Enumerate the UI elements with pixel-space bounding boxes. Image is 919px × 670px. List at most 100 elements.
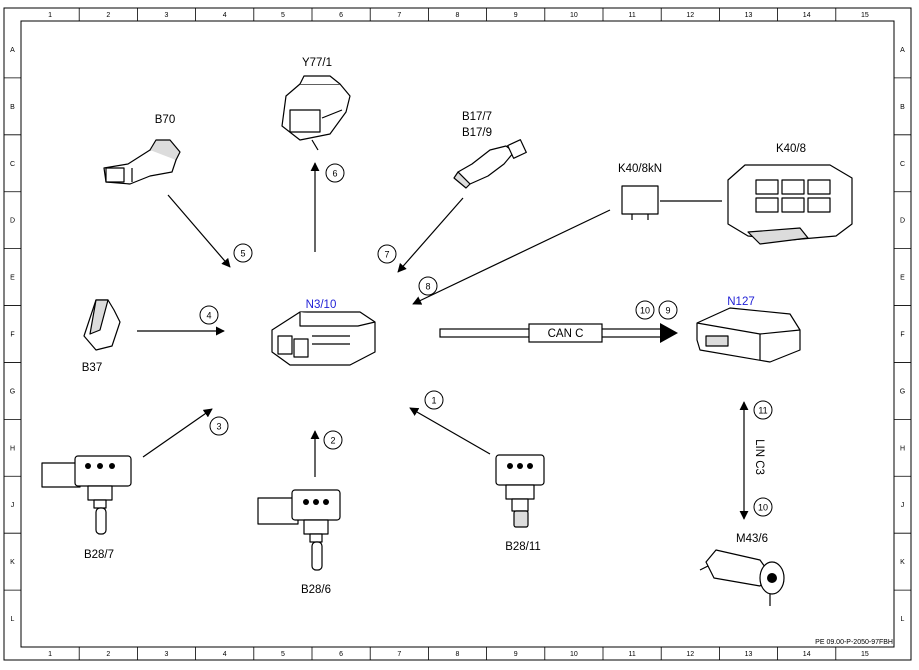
- frame-row-label: E: [900, 275, 905, 282]
- frame-column-label: 13: [745, 651, 753, 658]
- arrow-b17-to-ecu: [397, 197, 464, 273]
- signal-circle-10b: 10: [753, 497, 773, 517]
- component-labels: N3/10 N127 B70 Y77/1 B17/7 B17/9 K40/8kN…: [82, 57, 806, 596]
- signal-circle-9: 9: [658, 300, 678, 320]
- frame-column-label: 2: [106, 651, 110, 658]
- svg-text:3: 3: [216, 422, 221, 432]
- frame-column-label: 7: [397, 12, 401, 19]
- sensor-b37-drawing: [83, 299, 121, 351]
- frame-column-label: 5: [281, 651, 285, 658]
- frame-row-label: H: [900, 445, 905, 452]
- frame-row-label: J: [11, 502, 15, 509]
- svg-text:1: 1: [431, 396, 436, 406]
- svg-text:7: 7: [384, 250, 389, 260]
- fusebox-k40-8-drawing: [727, 164, 853, 245]
- frame-column-label: 1: [48, 12, 52, 19]
- frame-column-label: 5: [281, 12, 285, 19]
- frame-column-label: 7: [397, 651, 401, 658]
- svg-text:4: 4: [206, 311, 211, 321]
- signal-circle-10: 10: [635, 300, 655, 320]
- label-b28-6: B28/6: [301, 584, 331, 596]
- frame-column-label: 6: [339, 651, 343, 658]
- signal-circle-7: 7: [377, 244, 397, 264]
- label-b28-11: B28/11: [505, 541, 541, 553]
- label-b17-9: B17/9: [462, 127, 492, 139]
- signal-arrows: [137, 162, 749, 520]
- label-k40-8kn: K40/8kN: [618, 163, 662, 175]
- sensor-b28-6-drawing: [257, 489, 341, 571]
- frame-column-label: 11: [628, 12, 635, 19]
- frame-column-label: 14: [803, 12, 811, 19]
- frame-column-label: 4: [223, 651, 227, 658]
- label-y77-1: Y77/1: [302, 57, 332, 69]
- frame-column-label: 15: [861, 12, 869, 19]
- frame-row-label: G: [10, 388, 15, 395]
- frame-column-label: 10: [570, 651, 578, 658]
- frame-column-label: 10: [570, 12, 578, 19]
- svg-text:5: 5: [240, 249, 245, 259]
- reference-code: PE 09.00-P-2050-97FBH: [815, 639, 893, 646]
- svg-text:10: 10: [758, 503, 768, 513]
- svg-text:8: 8: [425, 282, 430, 292]
- ecu-n3-10-drawing: [271, 311, 376, 366]
- frame-row-label: A: [10, 47, 15, 54]
- drawing-frame: 1122334455667788991010111112121313141415…: [3, 7, 912, 661]
- frame-row-label: E: [10, 275, 15, 282]
- signal-circle-3: 3: [209, 416, 229, 436]
- label-k40-8: K40/8: [776, 143, 806, 155]
- label-m43-6: M43/6: [736, 533, 768, 545]
- frame-column-label: 12: [686, 12, 694, 19]
- label-b17-7: B17/7: [462, 111, 492, 123]
- label-b37: B37: [82, 362, 102, 374]
- arrow-b28-11-to-ecu: [409, 407, 491, 455]
- frame-column-label: 15: [861, 651, 869, 658]
- svg-text:6: 6: [332, 169, 337, 179]
- arrow-b28-7-to-ecu: [142, 408, 213, 458]
- frame-row-label: L: [901, 616, 905, 623]
- signal-numbers: 1 2 3 4 5 6 7 8 9 10 11 10: [199, 163, 773, 517]
- label-b28-7: B28/7: [84, 549, 114, 561]
- label-n127: N127: [727, 296, 755, 308]
- svg-text:9: 9: [665, 306, 670, 316]
- svg-text:2: 2: [330, 436, 335, 446]
- sensor-b28-7-drawing: [41, 455, 132, 535]
- svg-text:11: 11: [758, 406, 767, 416]
- frame-column-label: 12: [686, 651, 694, 658]
- svg-text:10: 10: [640, 306, 650, 316]
- arrow-b70-to-ecu: [167, 194, 231, 268]
- can-bus: CAN C: [439, 323, 678, 343]
- frame-column-label: 9: [514, 12, 518, 19]
- frame-column-label: 3: [165, 12, 169, 19]
- frame-row-label: D: [10, 218, 15, 225]
- frame-row-label: C: [900, 161, 905, 168]
- frame-column-label: 14: [803, 651, 811, 658]
- frame-column-label: 2: [106, 12, 110, 19]
- frame-row-label: A: [900, 47, 905, 54]
- signal-circle-2: 2: [323, 430, 343, 450]
- frame-row-label: H: [10, 445, 15, 452]
- frame-row-label: F: [900, 332, 904, 339]
- frame-row-label: J: [901, 502, 905, 509]
- signal-circle-4: 4: [199, 305, 219, 325]
- arrow-k40-to-ecu: [412, 209, 611, 305]
- relay-k40-8kn-drawing: [621, 185, 659, 220]
- frame-column-label: 3: [165, 651, 169, 658]
- label-b70: B70: [155, 114, 175, 126]
- frame-column-label: 4: [223, 12, 227, 19]
- frame-column-label: 6: [339, 12, 343, 19]
- frame-row-label: G: [900, 388, 905, 395]
- sensor-b17-drawing: [453, 139, 527, 189]
- lin-bus-label: LIN C3: [753, 439, 765, 475]
- frame-row-label: B: [900, 104, 905, 111]
- frame-column-label: 8: [456, 12, 460, 19]
- sensor-b28-11-drawing: [495, 454, 545, 528]
- frame-row-label: K: [900, 559, 905, 566]
- frame-column-label: 1: [48, 651, 52, 658]
- frame-row-label: B: [10, 104, 15, 111]
- pump-m43-6-drawing: [699, 549, 785, 606]
- signal-circle-8: 8: [418, 276, 438, 296]
- frame-row-label: L: [11, 616, 15, 623]
- frame-row-label: C: [10, 161, 15, 168]
- frame-column-label: 11: [628, 651, 635, 658]
